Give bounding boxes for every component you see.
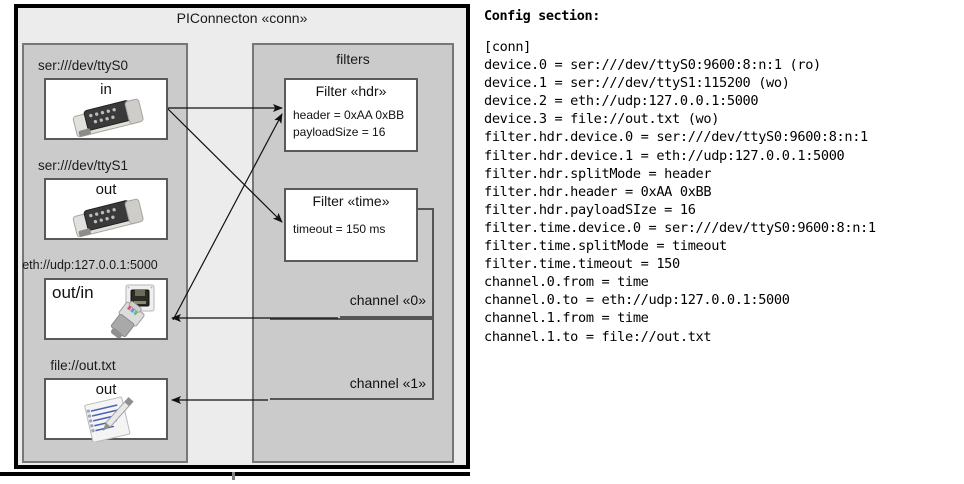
channel-1-label: channel «1» xyxy=(349,375,426,391)
config-heading: Config section: xyxy=(484,8,600,24)
config-line: filter.hdr.payloadSIze = 16 xyxy=(484,201,696,218)
filter-hdr-title: Filter «hdr» xyxy=(315,83,387,99)
device-io-eth: out/in xyxy=(52,283,94,302)
filter-time-attr-timeout: timeout = 150 ms xyxy=(293,222,386,236)
channel-1-frame xyxy=(270,318,434,400)
device-label-ttyS1: ser:///dev/ttyS1 xyxy=(37,158,129,173)
network-plug-icon xyxy=(110,284,155,339)
config-section: Config section: [conn] device.0 = ser:///… xyxy=(482,0,964,484)
config-line: device.2 = eth://udp:127.0.0.1:5000 xyxy=(484,93,759,110)
channel-0-frame xyxy=(340,208,434,318)
config-line: [conn] xyxy=(484,39,532,55)
serial-port-icon xyxy=(72,98,144,138)
config-line: filter.time.timeout = 150 xyxy=(484,256,680,273)
device-box-ttyS1[interactable]: out xyxy=(44,178,168,240)
device-label-ttyS0: ser:///dev/ttyS0 xyxy=(37,58,129,73)
filters-panel-title: filters xyxy=(336,51,370,67)
filter-hdr-box[interactable]: Filter «hdr» header = 0xAA 0xBB payloadS… xyxy=(284,78,418,152)
text-file-icon xyxy=(84,396,134,442)
device-box-eth[interactable]: out/in xyxy=(44,278,168,340)
config-line: channel.0.to = eth://udp:127.0.0.1:5000 xyxy=(484,292,790,309)
bottom-divider xyxy=(0,472,470,476)
config-line: filter.hdr.device.1 = eth://udp:127.0.0.… xyxy=(484,147,845,164)
config-line: filter.hdr.header = 0xAA 0xBB xyxy=(484,183,712,200)
bottom-tick xyxy=(232,472,235,480)
device-label-file: file://out.txt xyxy=(50,358,116,373)
filter-time-box[interactable]: Filter «time» timeout = 150 ms xyxy=(284,188,418,262)
device-box-ttyS0[interactable]: in xyxy=(44,78,168,140)
config-line: filter.hdr.device.0 = ser:///dev/ttyS0:9… xyxy=(484,129,868,146)
device-io-file: out xyxy=(95,381,117,398)
config-line: filter.hdr.splitMode = header xyxy=(484,165,712,182)
device-io-ttyS1: out xyxy=(95,181,117,198)
page-title: PIConnecton «conn» xyxy=(176,10,308,26)
device-label-eth: eth://udp:127.0.0.1:5000 xyxy=(22,258,158,272)
connection-diagram: PIConnecton «conn» ser:///dev/ttyS0 in xyxy=(0,0,480,484)
device-io-ttyS0: in xyxy=(100,81,112,98)
filter-hdr-attr-header: header = 0xAA 0xBB xyxy=(293,108,405,122)
config-line: channel.1.to = file://out.txt xyxy=(484,328,712,345)
config-line: filter.time.device.0 = ser:///dev/ttyS0:… xyxy=(484,219,876,236)
serial-port-icon xyxy=(72,198,144,238)
config-line: device.0 = ser:///dev/ttyS0:9600:8:n:1 (… xyxy=(484,57,821,74)
config-line: device.1 = ser:///dev/ttyS1:115200 (wo) xyxy=(484,75,790,92)
config-line: channel.0.from = time xyxy=(484,274,649,291)
filter-time-title: Filter «time» xyxy=(312,193,390,209)
config-line: filter.time.splitMode = timeout xyxy=(484,238,727,255)
device-box-file[interactable]: out xyxy=(44,378,168,442)
config-text: [conn] device.0 = ser:///dev/ttyS0:9600:8… xyxy=(484,38,876,346)
config-line: device.3 = file://out.txt (wo) xyxy=(484,111,720,128)
filter-hdr-attr-payloadsize: payloadSize = 16 xyxy=(293,125,386,139)
config-line: channel.1.from = time xyxy=(484,310,649,327)
channel-0-label: channel «0» xyxy=(349,292,426,308)
